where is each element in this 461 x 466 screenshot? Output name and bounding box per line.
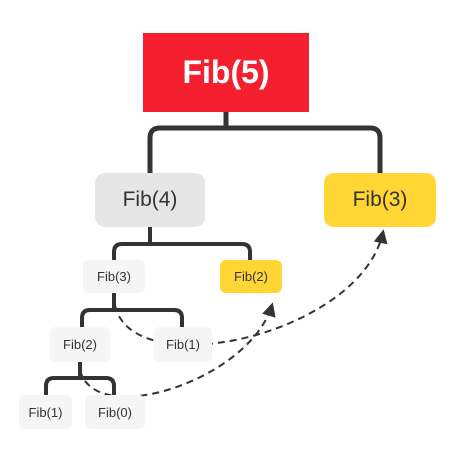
edge-fib2-children bbox=[44, 360, 116, 397]
node-fib1-right: Fib(1) bbox=[154, 327, 212, 362]
edge-fib4-children bbox=[112, 225, 252, 262]
node-fib5: Fib(5) bbox=[143, 33, 309, 112]
node-fib2: Fib(2) bbox=[50, 327, 110, 362]
node-fib3: Fib(3) bbox=[83, 260, 145, 293]
node-fib0: Fib(0) bbox=[85, 395, 145, 429]
edge-root-children bbox=[147, 109, 383, 176]
node-fib1-left: Fib(1) bbox=[19, 395, 72, 429]
edge-fib3-children bbox=[80, 291, 184, 329]
node-fib4: Fib(4) bbox=[95, 173, 205, 227]
node-fib2-memo: Fib(2) bbox=[220, 260, 282, 293]
memo-arrow-fib2 bbox=[79, 302, 276, 398]
node-fib3-memo: Fib(3) bbox=[324, 173, 436, 227]
